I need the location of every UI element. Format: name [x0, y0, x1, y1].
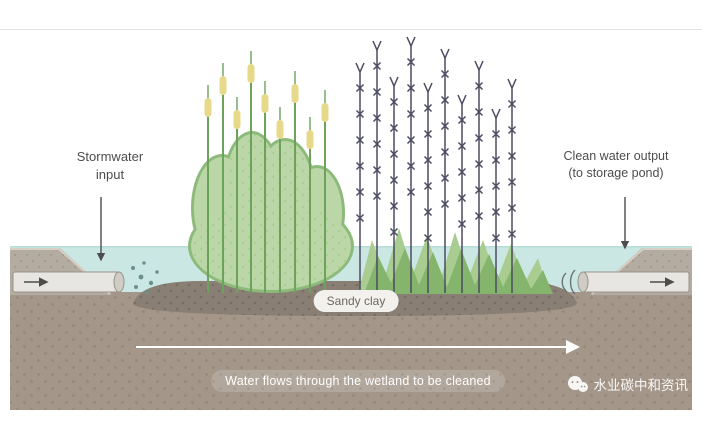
reed — [372, 40, 382, 293]
reed — [491, 108, 501, 293]
stormwater-input-line2: input — [95, 166, 125, 182]
cattail — [321, 90, 329, 293]
inlet-bubbles — [131, 261, 159, 294]
top-border-line — [0, 29, 702, 30]
reed — [507, 78, 517, 293]
sandy-clay-badge: Sandy clay — [313, 290, 399, 312]
cattail — [306, 117, 314, 293]
reed — [406, 36, 416, 293]
reed — [457, 94, 467, 293]
watermark: 水业碳中和资讯 — [567, 374, 689, 394]
reed — [440, 48, 450, 293]
cattail — [247, 51, 255, 293]
cattail — [233, 97, 241, 293]
cattail — [204, 85, 212, 293]
cattail-plants — [204, 51, 329, 293]
clean-water-output-line1: Clean water output — [563, 149, 669, 163]
cattail — [261, 81, 269, 293]
outlet-pipe-mouth — [577, 271, 589, 293]
clean-water-output-label: Clean water output (to storage pond) — [534, 148, 698, 182]
outlet-inflow-curves — [561, 269, 576, 295]
inlet-pipe-mouth — [113, 271, 125, 293]
wechat-bubbles-icon — [567, 376, 588, 392]
clean-water-output-line2: (to storage pond) — [568, 165, 664, 180]
reed — [389, 76, 399, 293]
stormwater-input-label: Stormwater input — [58, 148, 162, 183]
reed — [474, 60, 484, 293]
cattail — [276, 107, 284, 293]
inlet-pipe — [12, 271, 125, 293]
reed — [423, 82, 433, 293]
cattail — [291, 71, 299, 293]
reed-plants — [355, 36, 517, 293]
stormwater-input-line1: Stormwater — [76, 149, 144, 164]
cattail — [219, 63, 227, 293]
outlet-pipe — [577, 271, 690, 293]
flow-caption: Water flows through the wetland to be cl… — [211, 370, 505, 392]
watermark-text: 水业碳中和资讯 — [593, 378, 689, 393]
reed — [355, 62, 365, 293]
